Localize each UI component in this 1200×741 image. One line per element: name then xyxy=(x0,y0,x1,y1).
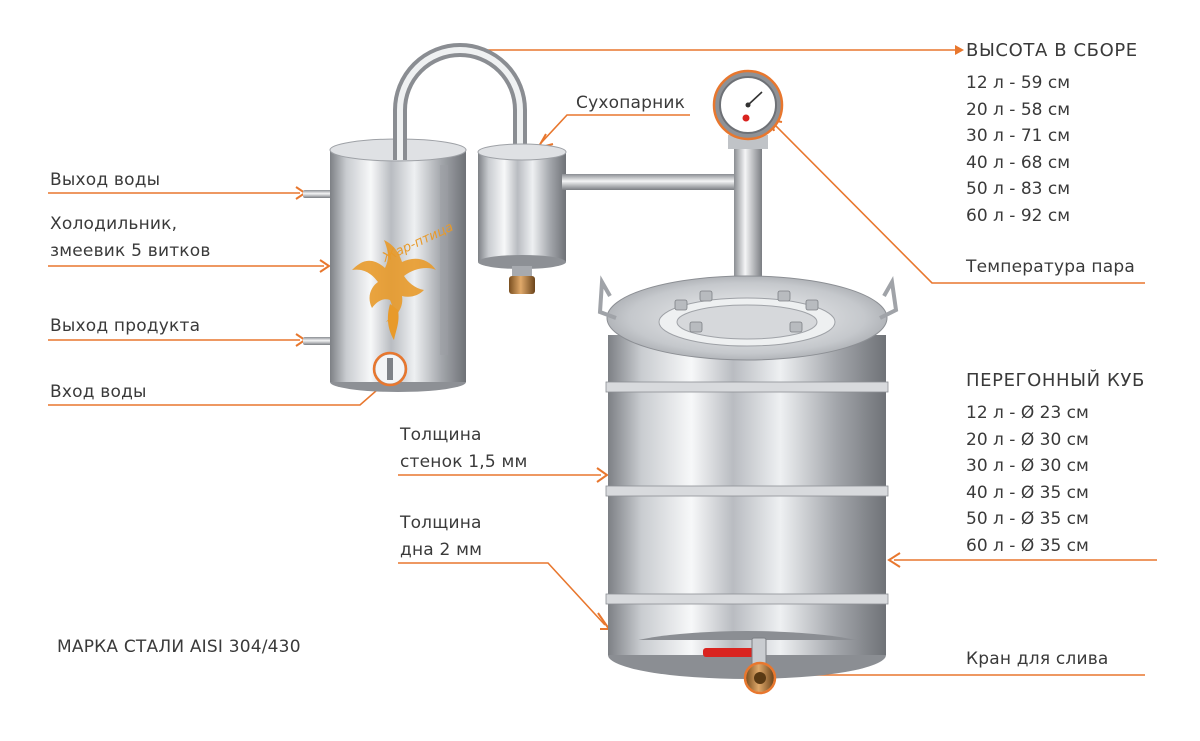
firebird-logo xyxy=(352,240,436,340)
vapor-pipe xyxy=(393,43,527,160)
label-dno-line2: дна 2 мм xyxy=(400,540,483,560)
height-item: 40 л - 68 см xyxy=(966,152,1071,173)
label-holodilnik-line2: змеевик 5 витков xyxy=(50,241,211,261)
thermometer xyxy=(712,69,784,141)
boiler xyxy=(597,275,899,695)
diameter-item: 60 л - Ø 35 см xyxy=(966,535,1089,556)
leader-dno xyxy=(398,562,606,626)
diameter-item: 20 л - Ø 30 см xyxy=(966,429,1089,450)
label-vhod-vody: Вход воды xyxy=(50,382,147,402)
vhod-vody-marker xyxy=(372,351,408,387)
label-holodilnik-line1: Холодильник, xyxy=(50,214,178,234)
label-stenki-line2: стенок 1,5 мм xyxy=(400,452,528,472)
label-vyhod-produkta: Выход продукта xyxy=(50,316,201,336)
leader-suhoparnik xyxy=(540,114,690,144)
leader-temperatura xyxy=(771,121,1145,284)
height-item: 30 л - 71 см xyxy=(966,126,1071,146)
label-dno-line1: Толщина xyxy=(400,513,482,533)
drain-valve-handle xyxy=(703,648,763,657)
diameter-list: 12 л - Ø 23 см 20 л - Ø 30 см 30 л - Ø 30 … xyxy=(966,400,1089,559)
leader-lines xyxy=(48,45,1157,676)
height-item: 60 л - 92 см xyxy=(966,205,1071,226)
height-title: ВЫСОТА В СБОРЕ xyxy=(966,40,1138,61)
label-marka-stali: МАРКА СТАЛИ AISI 304/430 xyxy=(57,637,301,657)
leader-height-arrow xyxy=(955,45,964,55)
label-stenki-line1: Толщина xyxy=(400,425,482,445)
diameter-item: 40 л - Ø 35 см xyxy=(966,482,1089,503)
boiler-title: ПЕРЕГОННЫЙ КУБ xyxy=(966,370,1145,391)
height-list: 12 л - 59 см 20 л - 58 см 30 л - 71 см 40 л… xyxy=(966,70,1070,229)
height-item: 50 л - 83 см xyxy=(966,179,1071,199)
height-item: 12 л - 59 см xyxy=(966,73,1071,93)
kran-marker xyxy=(743,661,777,695)
height-item: 20 л - 58 см xyxy=(966,99,1071,120)
suhoparnik xyxy=(477,143,738,294)
condenser: Жар-птица xyxy=(303,138,467,392)
diameter-item: 12 л - Ø 23 см xyxy=(966,403,1089,423)
label-suhoparnik: Сухопарник xyxy=(576,93,686,113)
diameter-item: 50 л - Ø 35 см xyxy=(966,509,1089,529)
label-vyhod-vody: Выход воды xyxy=(50,170,161,190)
label-temperatura: Температура пара xyxy=(966,257,1135,277)
diameter-item: 30 л - Ø 30 см xyxy=(966,456,1089,476)
label-kran: Кран для слива xyxy=(966,649,1109,669)
